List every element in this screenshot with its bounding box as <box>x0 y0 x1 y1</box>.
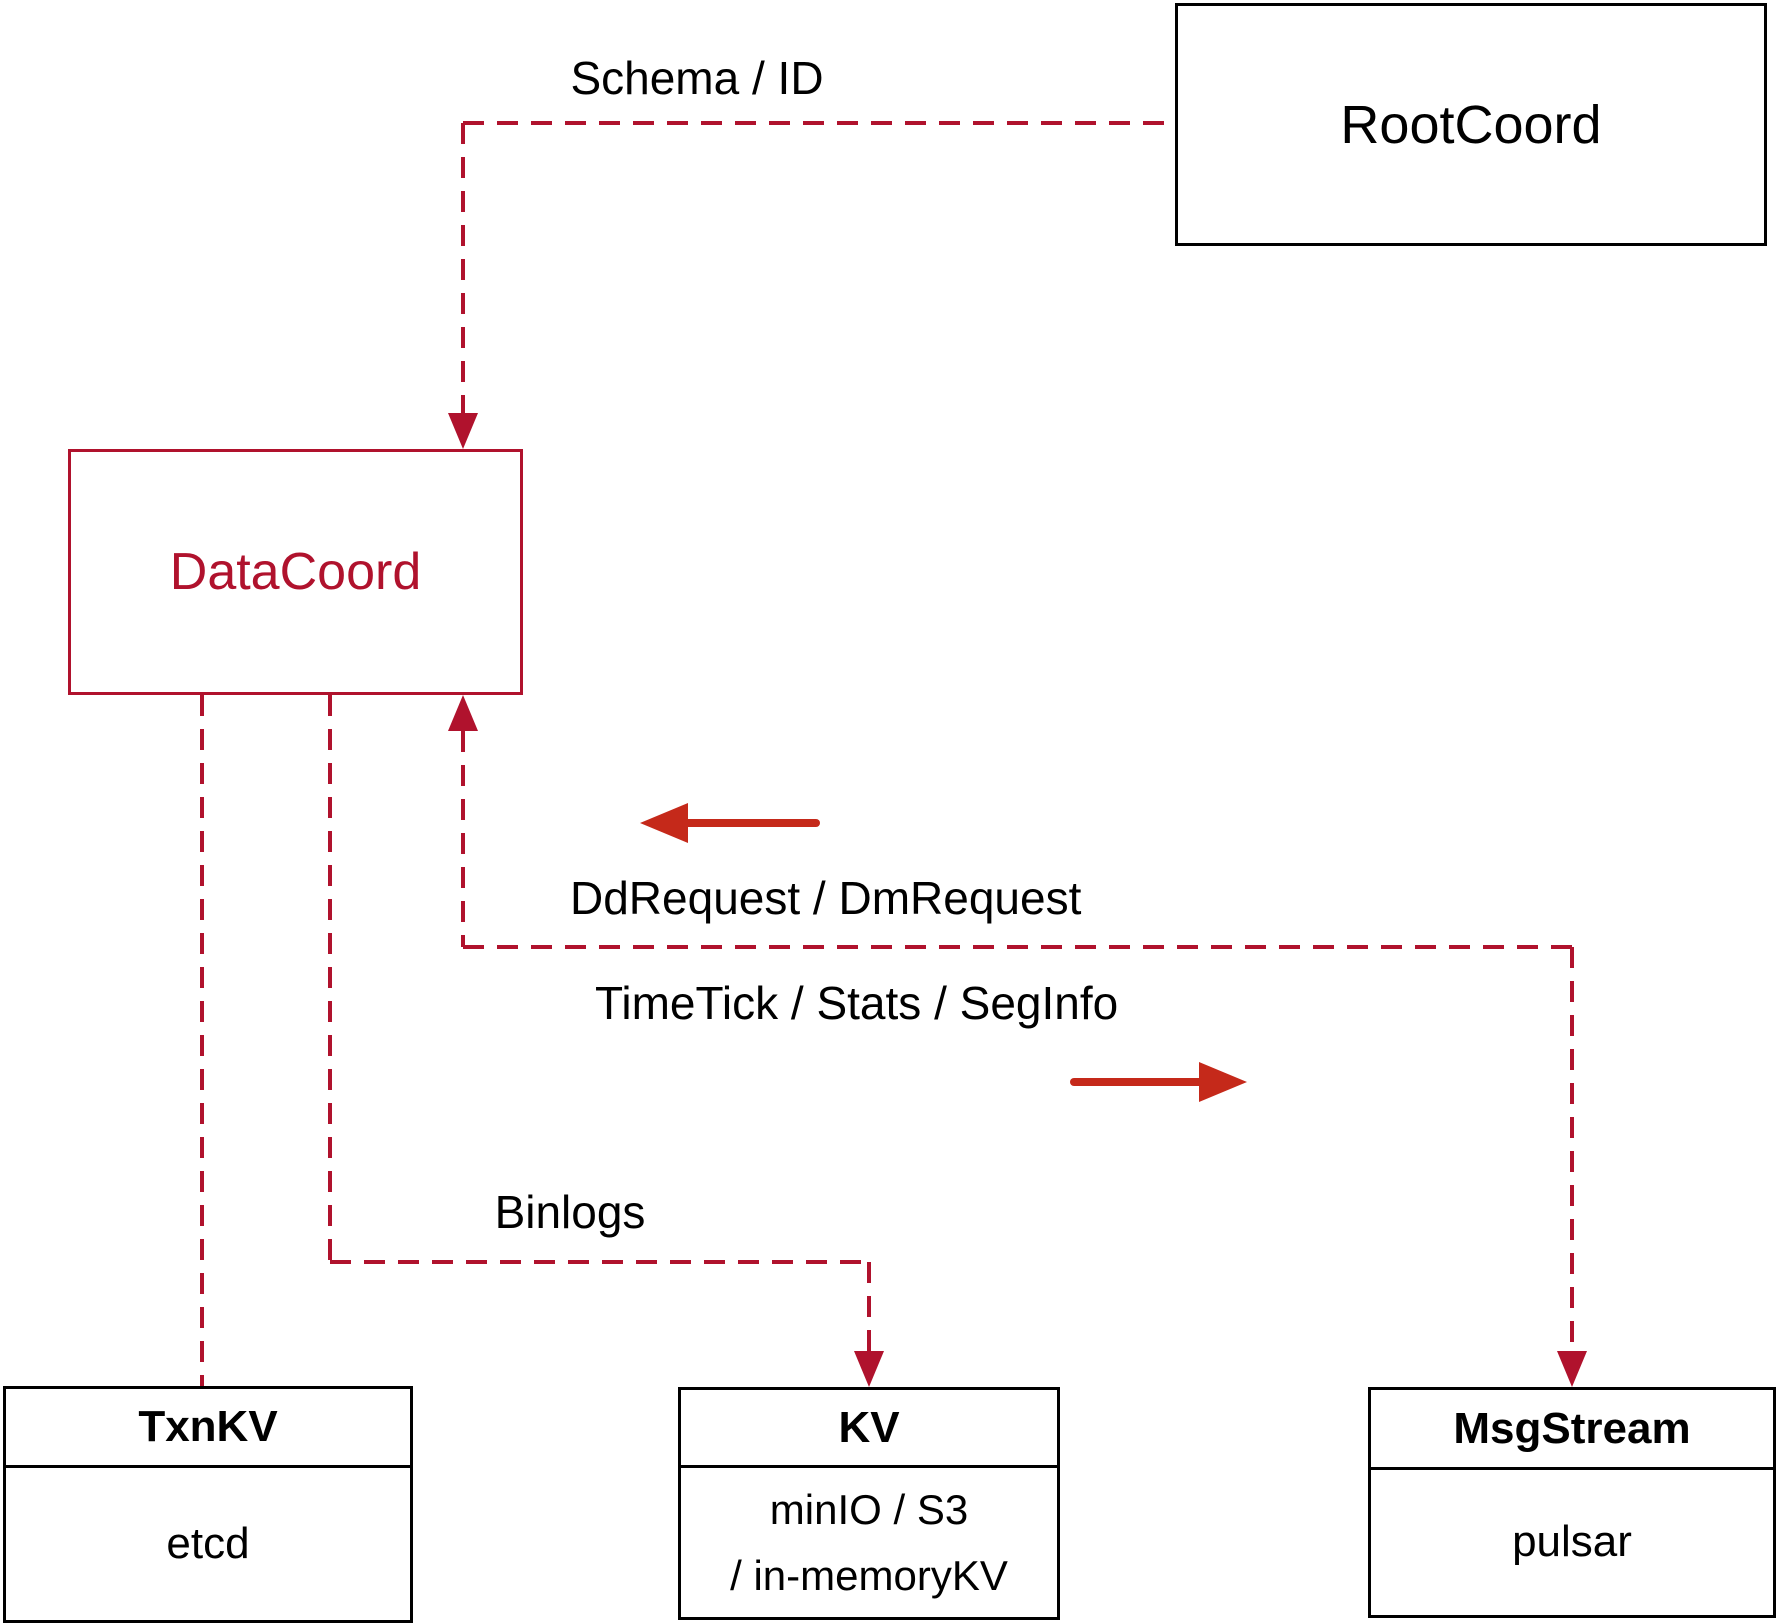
node-kv-body-line1: minIO / S3 <box>769 1486 969 1534</box>
edge-msgstream-vertical-2 <box>1570 947 1574 1351</box>
node-kv: KV minIO / S3 / in-memoryKV <box>678 1387 1060 1620</box>
edge-schema-id-vertical <box>461 123 465 415</box>
node-msgstream: MsgStream pulsar <box>1368 1387 1776 1618</box>
node-txnkv-body: etcd <box>166 1518 250 1568</box>
edge-schema-id-label: Schema / ID <box>570 52 824 104</box>
edge-dd-dm-label: DdRequest / DmRequest <box>570 872 1082 924</box>
node-txnkv-title: TxnKV <box>6 1389 410 1468</box>
edge-binlogs-vertical-2 <box>867 1262 871 1351</box>
arrow-right-icon <box>1199 1062 1247 1102</box>
node-txnkv: TxnKV etcd <box>3 1386 413 1623</box>
edge-binlogs-label: Binlogs <box>494 1186 646 1238</box>
edge-msgstream-horizontal <box>463 945 1572 949</box>
node-datacoord: DataCoord <box>68 449 523 695</box>
arrowhead-down-icon <box>1557 1351 1587 1387</box>
node-kv-body-line2: / in-memoryKV <box>730 1551 1008 1599</box>
arrow-left-icon <box>640 803 688 843</box>
edge-msgstream-vertical-1 <box>461 731 465 947</box>
edge-timetick-label: TimeTick / Stats / SegInfo <box>595 977 1119 1029</box>
edge-txnkv-vertical <box>200 695 204 1386</box>
edge-binlogs-horizontal <box>330 1260 869 1264</box>
node-rootcoord: RootCoord <box>1175 3 1767 246</box>
arrowhead-down-icon <box>448 413 478 449</box>
edge-binlogs-vertical-1 <box>328 695 332 1262</box>
node-msgstream-title: MsgStream <box>1371 1390 1773 1470</box>
arrowhead-down-icon <box>854 1351 884 1387</box>
arrow-left-shaft <box>682 819 820 827</box>
node-kv-title: KV <box>681 1390 1057 1468</box>
arrow-right-shaft <box>1070 1078 1208 1086</box>
node-msgstream-body: pulsar <box>1512 1517 1632 1567</box>
node-rootcoord-label: RootCoord <box>1340 94 1602 155</box>
node-datacoord-label: DataCoord <box>169 543 422 601</box>
arrowhead-up-icon <box>448 695 478 731</box>
edge-schema-id-horizontal <box>463 121 1175 125</box>
